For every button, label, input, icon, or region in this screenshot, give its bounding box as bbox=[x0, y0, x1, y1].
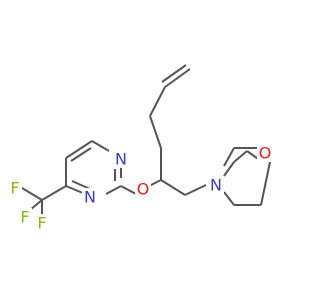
bond-ch2-ch-alkene bbox=[149, 86, 166, 117]
atom-bg-f-left bbox=[8, 179, 22, 197]
atom-bg-n-ring-top bbox=[113, 150, 129, 168]
atom-bg-f-bottom bbox=[18, 208, 32, 226]
bond-morpholine-upper-left bbox=[223, 147, 235, 167]
bond-morpholine-c-o-lower bbox=[260, 161, 271, 206]
bond-morpholine-upper-c bbox=[233, 150, 248, 163]
molecule-structure-diagram: N N O N O F F F bbox=[8, 64, 273, 233]
atom-n-ring-top: N bbox=[115, 150, 127, 169]
molecule-canvas: N N O N O F F F bbox=[8, 64, 273, 233]
bond-ring-c6-c5-double bbox=[70, 147, 92, 162]
bond-alkene-double-b bbox=[161, 64, 187, 83]
bond-alkene-double-a bbox=[164, 68, 191, 88]
bond-c4-cf3 bbox=[41, 185, 67, 201]
atom-o-ether: O bbox=[137, 180, 150, 199]
atom-bg-o-ether bbox=[135, 180, 151, 198]
bond-ring-c6-n1 bbox=[91, 140, 110, 152]
bond-ring-c2-n3 bbox=[105, 185, 122, 195]
bond-layer bbox=[21, 64, 271, 214]
atom-label-layer: N N O N O F F F bbox=[8, 144, 273, 233]
bond-ch-ch2-right bbox=[160, 179, 186, 196]
atom-bg-f-top bbox=[35, 214, 49, 232]
atom-f-bottom: F bbox=[20, 208, 29, 227]
atom-bg-n-ring-bottom bbox=[82, 188, 98, 206]
bond-morpholine-n-upper bbox=[223, 161, 235, 177]
atom-n-ring-bottom: N bbox=[84, 188, 96, 207]
bond-c2-o bbox=[120, 185, 137, 195]
bond-ch2-n-morpholine bbox=[184, 184, 207, 196]
atom-n-morpholine: N bbox=[210, 176, 222, 195]
atom-f-left: F bbox=[10, 179, 19, 198]
bond-ring-n3-c4-double bbox=[71, 180, 91, 190]
atom-f-top: F bbox=[37, 214, 46, 233]
bond-ring-c6-c5 bbox=[65, 140, 93, 159]
bond-morpholine-n-lower bbox=[223, 191, 235, 206]
atom-bg-o-morpholine bbox=[257, 144, 273, 162]
bond-cf3-f-left bbox=[21, 187, 43, 201]
atom-o-morpholine: O bbox=[259, 144, 272, 163]
bond-ch2-ch2 bbox=[149, 115, 162, 149]
atom-bg-n-morpholine bbox=[208, 176, 224, 194]
